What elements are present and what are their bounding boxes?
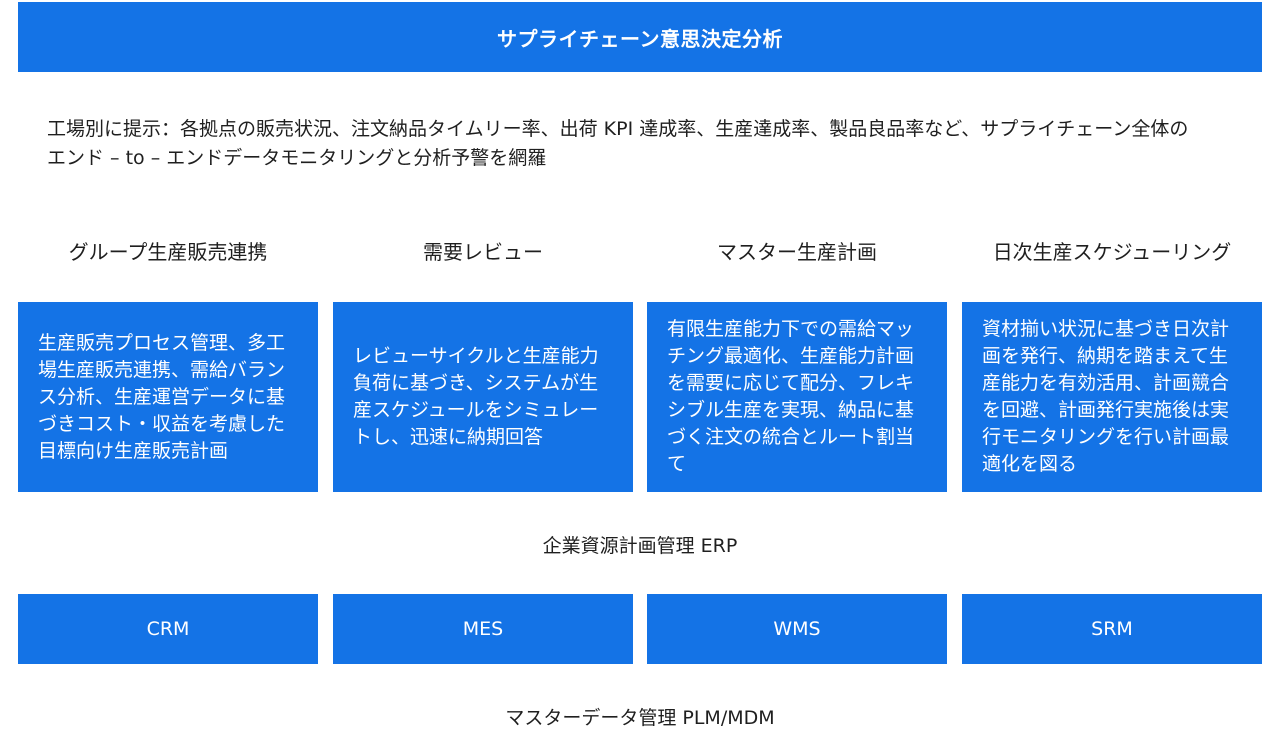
function-card-text: 有限生産能力下での需給マッチング最適化、生産能力計画を需要に応じて配分、フレキシ… (667, 318, 915, 475)
column-heading-master-plan: マスター生産計画 (717, 240, 877, 264)
function-card-text: レビューサイクルと生産能力負荷に基づき、システムが生産スケジュールをシミュレート… (353, 345, 599, 448)
function-card-text: 生産販売プロセス管理、多工場生産販売連携、需給バランス分析、生産運営データに基づ… (38, 331, 286, 462)
system-box-label: CRM (146, 618, 190, 640)
page-title: サプライチェーン意思決定分析 (497, 26, 783, 51)
system-box-mes: MES (333, 594, 633, 664)
title-banner: サプライチェーン意思決定分析 (18, 2, 1262, 72)
function-card-daily-schedule: 資材揃い状況に基づき日次計画を発行、納期を踏まえて生産能力を有効活用、計画競合を… (962, 302, 1262, 492)
system-box-label: MES (462, 618, 504, 640)
function-card-demand-review: レビューサイクルと生産能力負荷に基づき、システムが生産スケジュールをシミュレート… (333, 302, 633, 492)
function-card-text: 資材揃い状況に基づき日次計画を発行、納期を踏まえて生産能力を有効活用、計画競合を… (982, 318, 1230, 475)
master-data-layer-label: マスターデータ管理 PLM/MDM (505, 707, 775, 729)
intro-description: 工場別に提示：各拠点の販売状況、注文納品タイムリー率、出荷 KPI 達成率、生産… (47, 118, 1189, 169)
system-box-wms: WMS (647, 594, 947, 664)
system-box-srm: SRM (962, 594, 1262, 664)
erp-layer-label: 企業資源計画管理 ERP (542, 535, 738, 557)
column-heading-group-sales: グループ生産販売連携 (68, 240, 268, 264)
system-box-label: SRM (1091, 618, 1133, 640)
function-card-master-plan: 有限生産能力下での需給マッチング最適化、生産能力計画を需要に応じて配分、フレキシ… (647, 302, 947, 492)
system-box-label: WMS (773, 618, 821, 640)
system-box-crm: CRM (18, 594, 318, 664)
column-heading-demand-review: 需要レビュー (423, 240, 543, 264)
column-heading-daily-schedule: 日次生産スケジューリング (992, 240, 1232, 264)
function-card-group-sales: 生産販売プロセス管理、多工場生産販売連携、需給バランス分析、生産運営データに基づ… (18, 302, 318, 492)
